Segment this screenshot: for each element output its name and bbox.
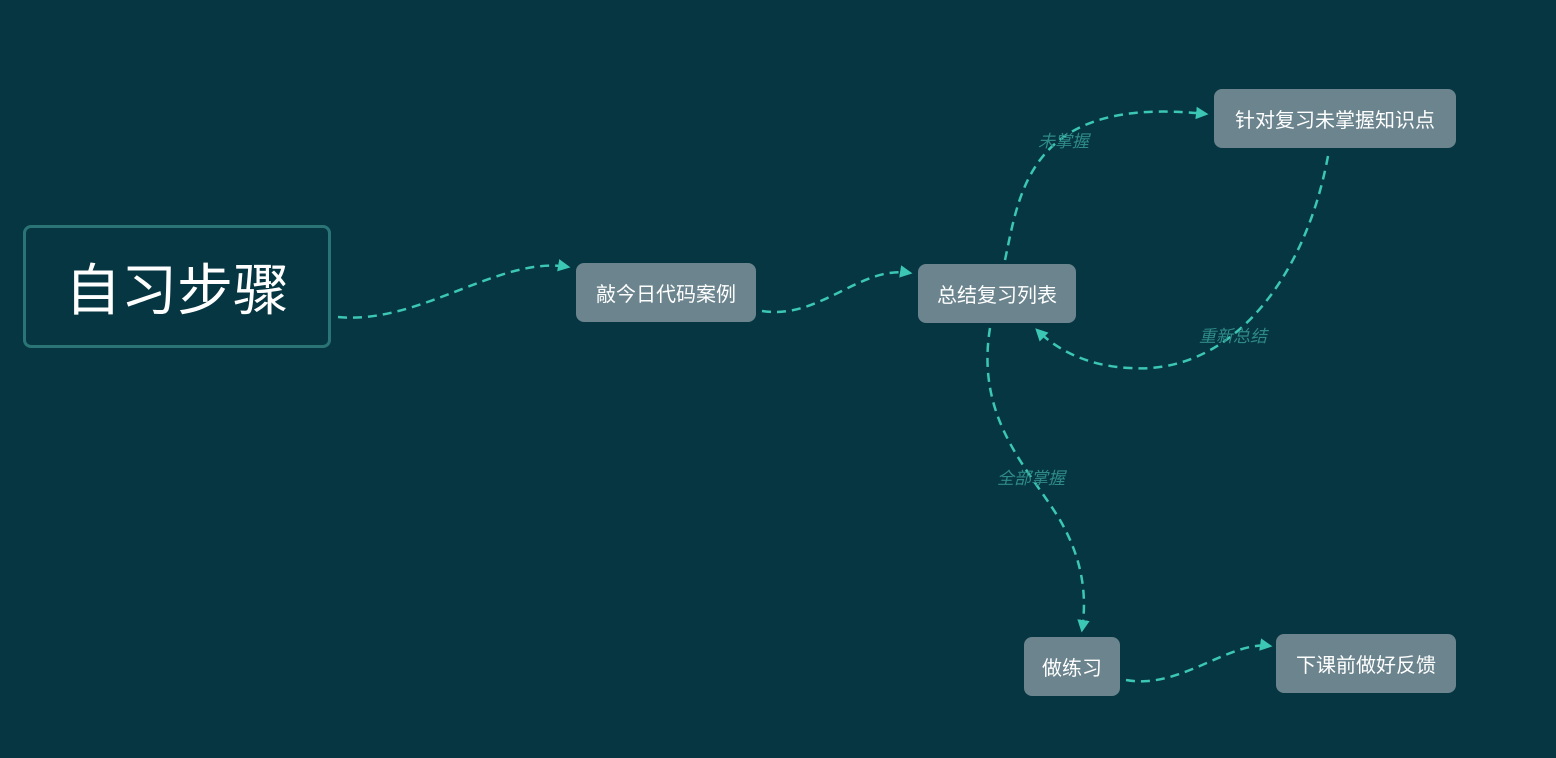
topic-summarize-review-list[interactable]: 总结复习列表 xyxy=(918,264,1076,323)
connector-review-to-step2 xyxy=(1035,155,1330,370)
root-topic[interactable]: 自习步骤 xyxy=(23,225,331,348)
edge-label-resummarize: 重新总结 xyxy=(1199,327,1267,347)
root-topic-label: 自习步骤 xyxy=(65,259,289,324)
topic-label: 总结复习列表 xyxy=(937,283,1057,307)
connector-step1-to-step2 xyxy=(761,265,913,314)
connector-practice-to-feedback xyxy=(1125,638,1273,683)
topic-label: 做练习 xyxy=(1042,656,1102,680)
topic-label: 针对复习未掌握知识点 xyxy=(1235,108,1435,132)
topic-do-exercises[interactable]: 做练习 xyxy=(1024,637,1120,696)
connector-step2-to-review xyxy=(1003,106,1209,261)
topic-give-feedback[interactable]: 下课前做好反馈 xyxy=(1276,634,1456,693)
edge-label-not-mastered: 未掌握 xyxy=(1038,132,1089,152)
connector-root-to-step1 xyxy=(337,259,571,319)
topic-label: 敲今日代码案例 xyxy=(596,282,736,306)
connector-step2-to-practice xyxy=(986,327,1090,633)
topic-type-todays-code[interactable]: 敲今日代码案例 xyxy=(576,263,756,322)
edge-label-all-mastered: 全部掌握 xyxy=(997,469,1065,489)
topic-label: 下课前做好反馈 xyxy=(1296,653,1436,677)
topic-review-unmastered-points[interactable]: 针对复习未掌握知识点 xyxy=(1214,89,1456,148)
